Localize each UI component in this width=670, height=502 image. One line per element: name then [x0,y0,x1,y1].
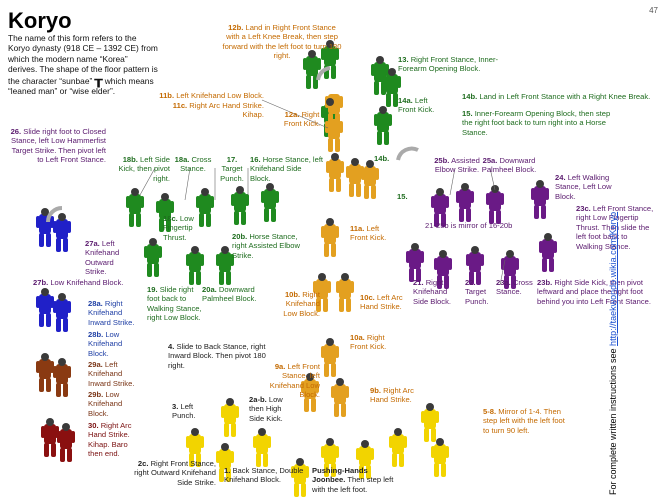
step-20a: 20a. Downward Palmheel Block. [202,285,257,304]
intro-paragraph: The name of this form refers to the Kory… [8,33,158,96]
step-5-8: 5-8. Mirror of 1-4. Then step left with … [483,407,565,435]
turn-arrow-14b [396,146,419,161]
step-21: 21. Right Knifehand Side Block. [413,278,451,306]
brown-figures [36,359,71,397]
step-23a: 23a. Cross Stance. [496,278,533,297]
step-4: 4. Slide to Back Stance, right Inward Bl… [168,342,266,370]
step-30: 30. Right Arc Hand Strike. Kihap. Baro t… [88,421,132,459]
mirror-note-21-25b: 21-25b is mirror of 16-20b [425,221,513,230]
step-14b-small: 14b. [374,154,390,163]
step-12b: 12b. Land in Right Front Stance with a L… [222,23,342,61]
step-10c: 10c. Left Arc Hand Strike. [360,293,403,312]
step-14b: 14b. Land in Left Front Stance with a Ri… [462,92,651,101]
pointer-lines [139,99,506,286]
step-11a: 11a. Left Front Kick. [350,224,387,243]
step-9a: 9a. Left Front Stance, left Knifehand Lo… [269,362,320,400]
step-15: 15. Inner-Forearm Opening Block, then st… [462,109,611,137]
step-11c: 11c. Right Arc Hand Strike. Kihap. [172,101,264,120]
step-9b: 9b. Right Arc Hand Strike. [370,386,414,405]
step-28a: 28a. Right Knifehand Inward Strike. [88,299,135,327]
step-22: 22. Target Punch. [465,278,489,306]
step-2ab: 2a-b. Low then High Side Kick. [249,395,283,423]
turn-arrow-12b [316,66,331,81]
step-18a: 18a. Cross Stance. [174,155,212,174]
step-13: 13. Right Front Stance, Inner-Forearm Op… [398,55,499,74]
step-10a: 10a. Right Front Kick. [350,333,387,352]
step-24: 24. Left Walking Stance, Left Low Block. [555,173,612,201]
step-23b: 23b. Right Side Kick, then pivot leftwar… [537,278,651,306]
step-29a: 29a. Left Knifehand Inward Strike. [88,360,135,388]
step-28b: 28b. Low Knifehand Block. [88,330,123,358]
step-20b: 20b. Horse Stance, right Assisted Elbow … [232,232,300,260]
step-2c: 2c. Right Front Stance, right Outward Kn… [134,459,216,487]
step-1: 1. Back Stance, Double Knifehand Block. [224,466,304,485]
instructions-link[interactable]: http://taekwondo.wikia.com/Koryo [608,211,618,346]
step-11b: 11b. Left Knifehand Low Block. [159,91,264,100]
turn-arrows [46,66,419,223]
maroon-figures [41,424,75,462]
turn-arrow-26 [46,206,63,223]
step-29b: 29b. Low Knifehand Block. [88,390,123,418]
side-note-text: For complete written instructions see [608,345,618,495]
step-joonbee: Pushing-Hands Joonbee. Then step left wi… [312,466,394,494]
step-23c: 23c. Left Front Stance, right Low Finger… [576,204,654,251]
intro-text-2: which means “leaned man” or “wise elder”… [8,75,154,97]
figure-heads [41,40,552,466]
step-18b: 18b. Left Side Kick, then pivot right. [118,155,171,183]
blue-figures [36,214,71,332]
step-10b: 10b. Right Knifehand Low Block. [283,290,320,318]
page-title: Koryo [8,8,72,33]
step-3: 3. Left Punch. [172,402,196,421]
sunbae-character-icon: ┰ [94,71,103,87]
step-15-small: 15. [397,192,408,201]
step-16: 16. Horse Stance, left Knifehand Side Bl… [250,155,324,183]
step-14a: 14a. Left Front Kick. [398,96,435,115]
step-12a: 12a. Right Front Kick. [283,110,321,129]
step-25b: 25b. Assisted Elbow Strike. [434,156,480,175]
intro-text-1: The name of this form refers to the Kory… [8,33,158,86]
step-17: 17. Target Punch. [220,155,244,183]
step-18c: 18c. Low Fingertip Thrust. [163,214,194,242]
step-25a: 25a. Downward Palmheel Block. [481,156,537,175]
step-27b: 27b. Low Knifehand Block. [33,278,124,287]
step-26: 26. Slide right foot to Closed Stance, l… [10,127,106,165]
step-27a: 27a. Left Knifehand Outward Strike. [85,239,120,277]
step-19: 19. Slide right foot back to Walking Sta… [147,285,202,323]
side-note: For complete written instructions see ht… [608,212,618,495]
green-figures-top [303,46,401,145]
purple-figures [406,186,557,289]
page-number: 47 [649,6,658,15]
